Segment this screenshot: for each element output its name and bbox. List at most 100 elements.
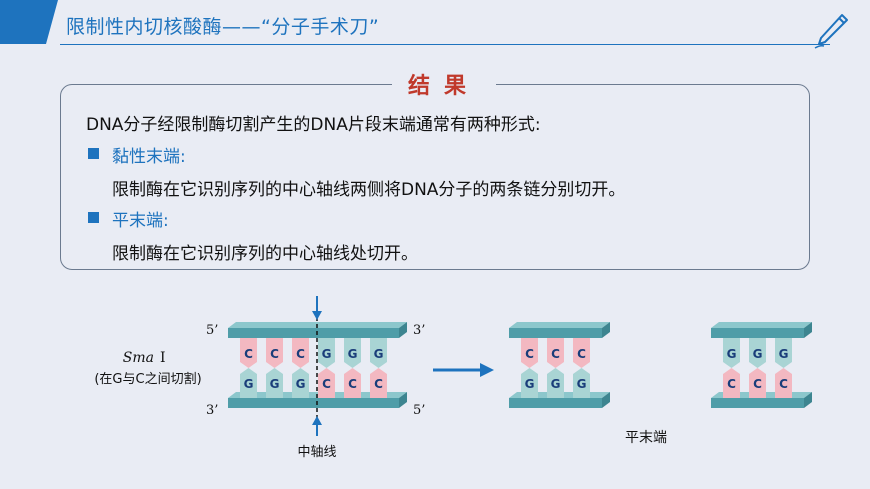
base-letter: G <box>577 377 587 391</box>
base-letter: G <box>753 347 763 361</box>
base-shape <box>749 338 766 368</box>
bullet-square <box>88 212 99 223</box>
fragment-right-bottom-base: C <box>775 368 792 398</box>
strand-side-face <box>804 392 812 408</box>
cut-arrow-down-icon <box>312 296 322 320</box>
fragment-right-top-base: G <box>749 338 766 368</box>
base-letter: G <box>348 347 358 361</box>
base-shape <box>775 338 792 368</box>
base-shape <box>370 368 387 398</box>
right-bottom-end-label: 5’ <box>413 403 425 418</box>
base-shape <box>292 368 309 398</box>
base-letter: C <box>296 347 305 361</box>
base-letter: C <box>322 377 331 391</box>
original-dna-bottom-base: G <box>266 368 283 398</box>
pen-icon <box>814 14 848 49</box>
blunt-end-description: 限制酶在它识别序列的中心轴线处切开。 <box>112 244 418 264</box>
base-letter: C <box>753 377 762 391</box>
base-shape <box>344 368 361 398</box>
fragment-right-bottom-base: C <box>749 368 766 398</box>
base-letter: C <box>244 347 253 361</box>
fragment-left-bottom-base: G <box>573 368 590 398</box>
base-shape <box>749 368 766 398</box>
base-shape <box>547 368 564 398</box>
sticky-end-description: 限制酶在它识别序列的中心轴线两侧将DNA分子的两条链分别切开。 <box>112 180 626 200</box>
original-dna-bottom-base: C <box>344 368 361 398</box>
base-shape <box>723 368 740 398</box>
strand-side-face <box>804 322 812 338</box>
original-dna-bottom-base: C <box>370 368 387 398</box>
base-shape <box>573 338 590 368</box>
fragment-left-bottom-base: G <box>547 368 564 398</box>
base-shape <box>318 368 335 398</box>
cut-arrow-up-icon <box>312 416 322 436</box>
original-dna-top-base: C <box>240 338 257 368</box>
bullet-square <box>88 148 99 159</box>
strand-side-face <box>602 322 610 338</box>
slide-header: 限制性内切核酸酶——“分子手术刀” <box>0 0 870 50</box>
blunt-end-label: 平末端 <box>625 430 667 446</box>
enzyme-note: (在G与C之间切割) <box>94 371 201 387</box>
fragment-left-top-base: C <box>547 338 564 368</box>
original-dna-bottom-base: G <box>292 368 309 398</box>
fragment-left-bottom-base: G <box>521 368 538 398</box>
strand-face <box>228 328 399 338</box>
base-shape <box>521 338 538 368</box>
base-letter: C <box>577 347 586 361</box>
original-dna-top-base: C <box>292 338 309 368</box>
axis-label: 中轴线 <box>297 445 336 460</box>
base-shape <box>370 338 387 368</box>
base-letter: C <box>551 347 560 361</box>
base-letter: G <box>270 377 280 391</box>
base-letter: C <box>727 377 736 391</box>
strand-side-face <box>399 392 407 408</box>
base-letter: G <box>525 377 535 391</box>
strand-top-face <box>509 322 610 328</box>
strand-face <box>228 398 399 408</box>
base-shape <box>344 338 361 368</box>
strand-face <box>509 398 602 408</box>
slide-title: 限制性内切核酸酶——“分子手术刀” <box>66 16 380 38</box>
fragment-right-top-strand <box>711 322 812 338</box>
original-dna-top-base: G <box>318 338 335 368</box>
fragment-right-top-base: G <box>775 338 792 368</box>
base-letter: G <box>322 347 332 361</box>
strand-top-face <box>711 322 812 328</box>
base-shape <box>266 338 283 368</box>
enzyme-numeral: Ⅰ <box>160 350 166 366</box>
base-letter: C <box>525 347 534 361</box>
right-top-end-label: 3’ <box>413 323 425 338</box>
base-letter: G <box>244 377 254 391</box>
base-shape <box>521 368 538 398</box>
base-shape <box>573 368 590 398</box>
fragment-right-top-base: G <box>723 338 740 368</box>
base-letter: G <box>727 347 737 361</box>
header-accent-shape <box>0 0 58 44</box>
fragment-left-top-base: C <box>521 338 538 368</box>
strand-side-face <box>602 392 610 408</box>
sticky-end-heading: 黏性末端: <box>112 147 186 167</box>
strand-side-face <box>399 322 407 338</box>
base-shape <box>240 368 257 398</box>
base-letter: C <box>270 347 279 361</box>
left-top-end-label: 5’ <box>206 323 218 338</box>
original-dna-top-base: G <box>370 338 387 368</box>
base-letter: G <box>779 347 789 361</box>
result-title: 结果 <box>392 68 497 100</box>
result-intro: DNA分子经限制酶切割产生的DNA片段末端通常有两种形式: <box>86 115 541 135</box>
base-letter: G <box>551 377 561 391</box>
process-arrow-icon <box>433 363 494 377</box>
base-shape <box>240 338 257 368</box>
base-shape <box>775 368 792 398</box>
base-letter: G <box>296 377 306 391</box>
base-shape <box>723 338 740 368</box>
base-shape <box>547 338 564 368</box>
base-shape <box>292 338 309 368</box>
base-shape <box>266 368 283 398</box>
original-dna-top-base: G <box>344 338 361 368</box>
header-divider <box>60 44 830 45</box>
left-bottom-end-label: 3’ <box>206 403 218 418</box>
fragment-left-top-base: C <box>573 338 590 368</box>
